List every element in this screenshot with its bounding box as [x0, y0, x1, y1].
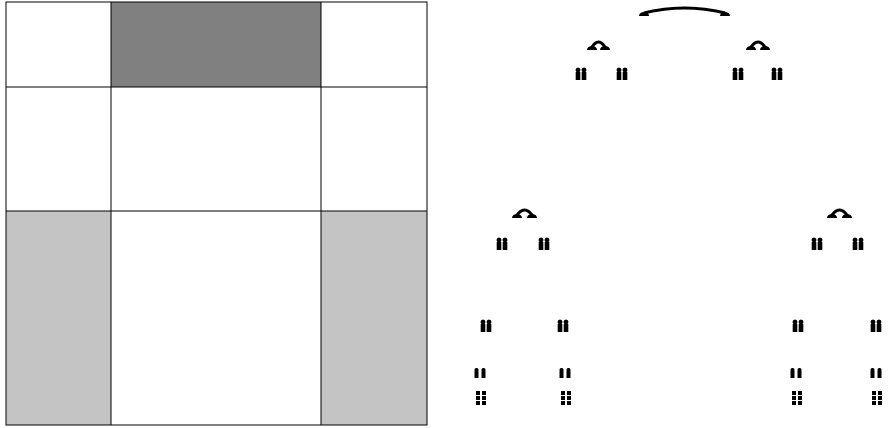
- tree-top-left-arch: [587, 42, 610, 50]
- grid-cell-r1-c2: [321, 87, 427, 211]
- tree-bl-pair-2: [560, 368, 571, 378]
- grid-cell-r2-c0: [6, 211, 111, 425]
- tree-bl-ladder-2: [561, 391, 571, 405]
- tree-top-leaf-1: [576, 68, 587, 80]
- tree-bl-node-1: [481, 320, 492, 332]
- tree-br-arch: [827, 210, 852, 218]
- grid-cell-r0-c2: [321, 2, 427, 87]
- tree-bl-child-2: [539, 238, 550, 250]
- grid-diagram: [0, 0, 430, 428]
- tree-bl-pair-1: [475, 368, 486, 378]
- grid-cell-r0-c0: [6, 2, 111, 87]
- tree-top-leaf-4: [772, 68, 783, 80]
- tree-panel: [440, 0, 889, 428]
- tree-br-pair-2: [871, 368, 882, 378]
- tree-br-node-1: [793, 320, 804, 332]
- tree-top-root-arch: [639, 8, 730, 16]
- tree-bl-ladder-1: [476, 391, 486, 405]
- grid-cell-r1-c0: [6, 87, 111, 211]
- tree-br-ladder-1: [792, 391, 802, 405]
- tree-diagram: [440, 0, 889, 428]
- tree-top-right-arch: [746, 42, 770, 50]
- grid-cell-r2-c1: [111, 211, 321, 425]
- tree-top-leaf-3: [733, 68, 744, 80]
- tree-bl-node-2: [558, 320, 569, 332]
- tree-top-leaf-2: [617, 68, 628, 80]
- grid-cell-r0-c1: [111, 2, 321, 87]
- grid-panel: [0, 0, 430, 428]
- tree-bl-arch: [512, 210, 537, 218]
- tree-br-pair-1: [791, 368, 802, 378]
- tree-bl-child-1: [497, 238, 508, 250]
- tree-br-child-1: [812, 238, 823, 250]
- tree-br-child-2: [853, 238, 864, 250]
- tree-br-node-2: [871, 320, 882, 332]
- grid-cell-r1-c1: [111, 87, 321, 211]
- tree-br-ladder-2: [872, 391, 882, 405]
- grid-cell-r2-c2: [321, 211, 427, 425]
